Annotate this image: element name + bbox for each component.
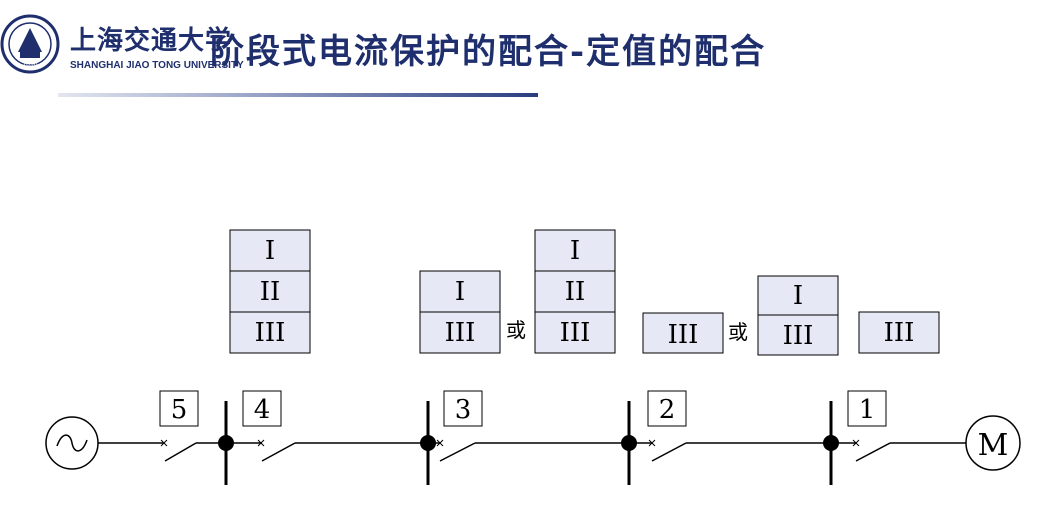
slide-title: 阶段式电流保护的配合-定值的配合 bbox=[210, 32, 767, 72]
stack-3b-label-3: III bbox=[560, 318, 591, 348]
stack-1-label-1: III bbox=[884, 318, 915, 348]
stack-2a-label-1: III bbox=[668, 320, 699, 350]
breaker-number-box-4 bbox=[242, 390, 282, 427]
protection-box-3b-III bbox=[534, 311, 616, 354]
ac-sine-icon bbox=[56, 434, 88, 452]
breaker-number-5: 5 bbox=[171, 395, 188, 425]
breaker-number-box-2 bbox=[647, 390, 687, 427]
stack-2b-label-2: III bbox=[783, 321, 814, 351]
protection-box-3a-III bbox=[419, 311, 501, 354]
breaker-number-box-3 bbox=[443, 390, 483, 427]
slide-header: 1896 上海交通大学 SHANGHAI JIAO TONG UNIVERSIT… bbox=[0, 0, 1056, 100]
stack-3b-label-1: I bbox=[570, 236, 580, 266]
breaker-switch-3 bbox=[439, 442, 476, 462]
university-logo-icon: 1896 bbox=[0, 14, 60, 74]
protection-box-2a-III bbox=[642, 312, 724, 354]
protection-box-2b-III bbox=[757, 314, 839, 356]
or-label-2: 或 bbox=[728, 320, 748, 344]
stack-3a-label-2: III bbox=[445, 318, 476, 348]
bus-node-c bbox=[621, 435, 637, 451]
title-underline bbox=[58, 93, 538, 97]
protection-box-4-III bbox=[229, 311, 311, 354]
breaker-number-4: 4 bbox=[254, 395, 271, 425]
university-name-chinese: 上海交通大学 bbox=[70, 26, 233, 56]
logo-year: 1896 bbox=[22, 61, 37, 68]
stack-3a-label-1: I bbox=[455, 277, 465, 307]
protection-box-1-III bbox=[858, 311, 940, 354]
stack-2b-label-1: I bbox=[793, 281, 803, 311]
breaker-switch-5 bbox=[164, 442, 197, 462]
breaker-number-box-5 bbox=[159, 390, 199, 427]
motor-icon bbox=[965, 415, 1021, 471]
stack-4-label-2: II bbox=[260, 277, 281, 307]
breaker-switch-4 bbox=[261, 442, 296, 462]
bus-node-d bbox=[823, 435, 839, 451]
protection-box-3b-II bbox=[534, 270, 616, 313]
stack-4-label-1: I bbox=[265, 236, 275, 266]
breaker-number-box-1 bbox=[847, 390, 887, 427]
bus-node-a bbox=[218, 435, 234, 451]
university-name-english: SHANGHAI JIAO TONG UNIVERSITY bbox=[70, 60, 244, 71]
breaker-switch-1 bbox=[855, 442, 891, 462]
protection-box-2b-I bbox=[757, 275, 839, 316]
or-label-1: 或 bbox=[506, 318, 526, 342]
stack-3b-label-2: II bbox=[565, 277, 586, 307]
motor-label: M bbox=[978, 428, 1009, 463]
protection-box-3b-I bbox=[534, 229, 616, 272]
breaker-number-1: 1 bbox=[859, 395, 876, 425]
protection-box-3a-I bbox=[419, 270, 501, 313]
protection-box-4-II bbox=[229, 270, 311, 313]
breaker-switch-2 bbox=[651, 442, 687, 462]
breaker-number-2: 2 bbox=[659, 395, 676, 425]
stack-4-label-3: III bbox=[255, 318, 286, 348]
protection-box-4-I bbox=[229, 229, 311, 272]
breaker-number-3: 3 bbox=[455, 395, 472, 425]
bus-node-b bbox=[420, 435, 436, 451]
